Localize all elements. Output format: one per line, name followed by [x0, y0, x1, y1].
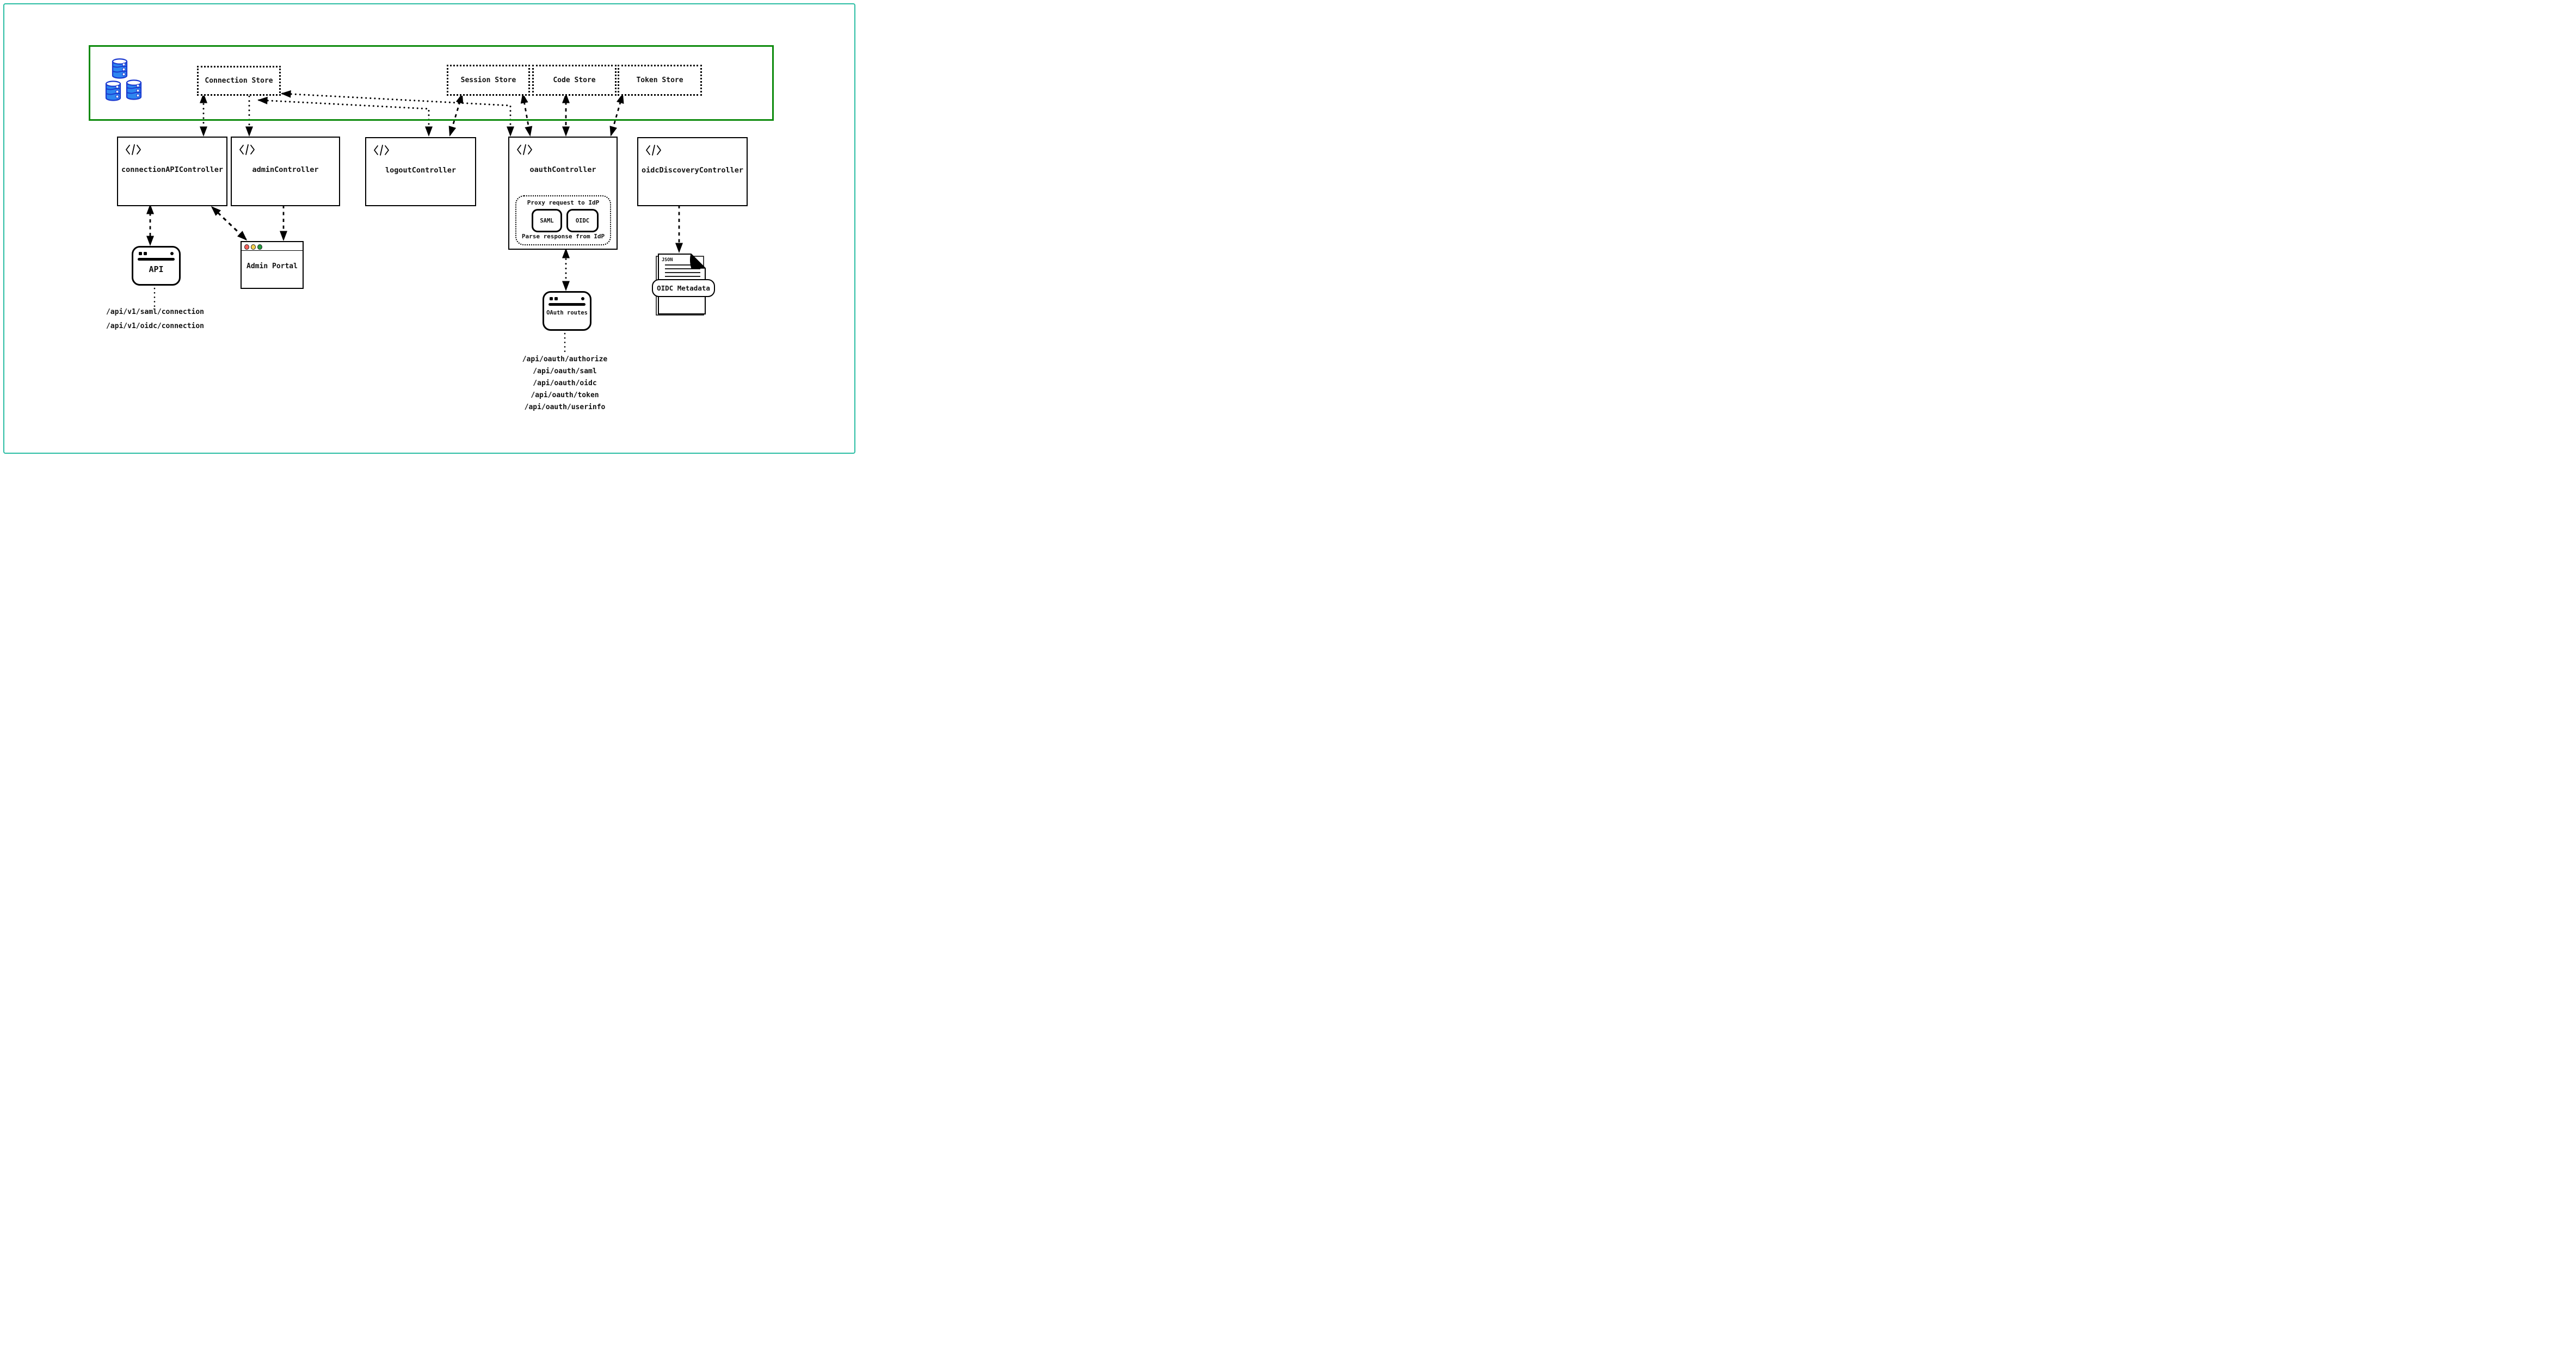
oidc-label: OIDC [575, 217, 590, 224]
store-session: Session Store [447, 65, 530, 96]
json-file-type-label: JSON [662, 257, 673, 263]
admin-portal-window: Admin Portal [241, 241, 304, 289]
traffic-light-yellow-icon [251, 244, 256, 250]
window-dot-icon [144, 252, 147, 255]
window-dot-icon [139, 252, 142, 255]
store-code-label: Code Store [553, 76, 596, 84]
code-icon [517, 144, 532, 155]
window-bar [138, 258, 175, 261]
window-dot-icon [581, 297, 584, 300]
controller-oauth-label: oauthController [529, 165, 596, 174]
proxy-idp-box: Proxy request to IdP SAML OIDC Parse res… [515, 195, 611, 245]
api-endpoint: /api/v1/oidc/connection [106, 322, 204, 330]
traffic-light-green-icon [257, 244, 262, 250]
oauth-routes-label: OAuth routes [546, 310, 588, 316]
controller-connection-api-label: connectionAPIController [121, 165, 223, 174]
code-icon [239, 144, 255, 155]
oauth-routes-window: OAuth routes [543, 291, 591, 331]
proxy-request-label: Proxy request to IdP [527, 199, 600, 206]
code-icon [126, 144, 141, 155]
store-code: Code Store [532, 65, 617, 96]
oidc-metadata-ribbon: OIDC Metadata [652, 279, 715, 297]
store-connection-label: Connection Store [205, 77, 273, 85]
api-window-label: API [149, 264, 164, 274]
admin-portal-titlebar [242, 242, 303, 251]
parse-response-label: Parse response from IdP [521, 233, 605, 240]
controller-admin-label: adminController [252, 165, 319, 174]
api-window: API [132, 246, 181, 286]
store-session-label: Session Store [460, 76, 516, 84]
window-bar [549, 303, 586, 306]
window-dot-icon [170, 252, 174, 255]
saml-protocol-box: SAML [532, 209, 562, 232]
controller-logout: logoutController [365, 137, 476, 206]
window-dot-icon [550, 297, 553, 300]
controller-connection-api: connectionAPIController [117, 137, 227, 206]
store-connection: Connection Store [197, 66, 281, 96]
oauth-endpoint: /api/oauth/saml [533, 367, 597, 375]
admin-portal-label: Admin Portal [246, 262, 298, 270]
oauth-endpoint: /api/oauth/authorize [522, 355, 608, 363]
oauth-endpoint: /api/oauth/userinfo [524, 403, 606, 411]
store-token-label: Token Store [636, 76, 683, 84]
controller-oauth: oauthController Proxy request to IdP SAM… [508, 137, 618, 250]
oauth-endpoint: /api/oauth/token [531, 391, 599, 399]
oidc-protocol-box: OIDC [566, 209, 599, 232]
saml-label: SAML [540, 217, 554, 224]
controller-oidc-discovery: oidcDiscoveryController [637, 137, 748, 206]
controller-admin: adminController [231, 137, 340, 206]
store-token: Token Store [618, 65, 702, 96]
code-icon [374, 145, 389, 156]
traffic-light-red-icon [244, 244, 249, 250]
window-dot-icon [554, 297, 558, 300]
oauth-endpoint: /api/oauth/oidc [533, 379, 597, 387]
code-icon [646, 145, 661, 156]
controller-logout-label: logoutController [385, 166, 457, 175]
oidc-metadata-label: OIDC Metadata [657, 284, 710, 292]
controller-oidc-discovery-label: oidcDiscoveryController [642, 166, 743, 175]
page-frame [3, 3, 855, 454]
api-endpoint: /api/v1/saml/connection [106, 308, 204, 316]
architecture-diagram: { "diagram": { "stores": { "connection":… [0, 0, 859, 456]
